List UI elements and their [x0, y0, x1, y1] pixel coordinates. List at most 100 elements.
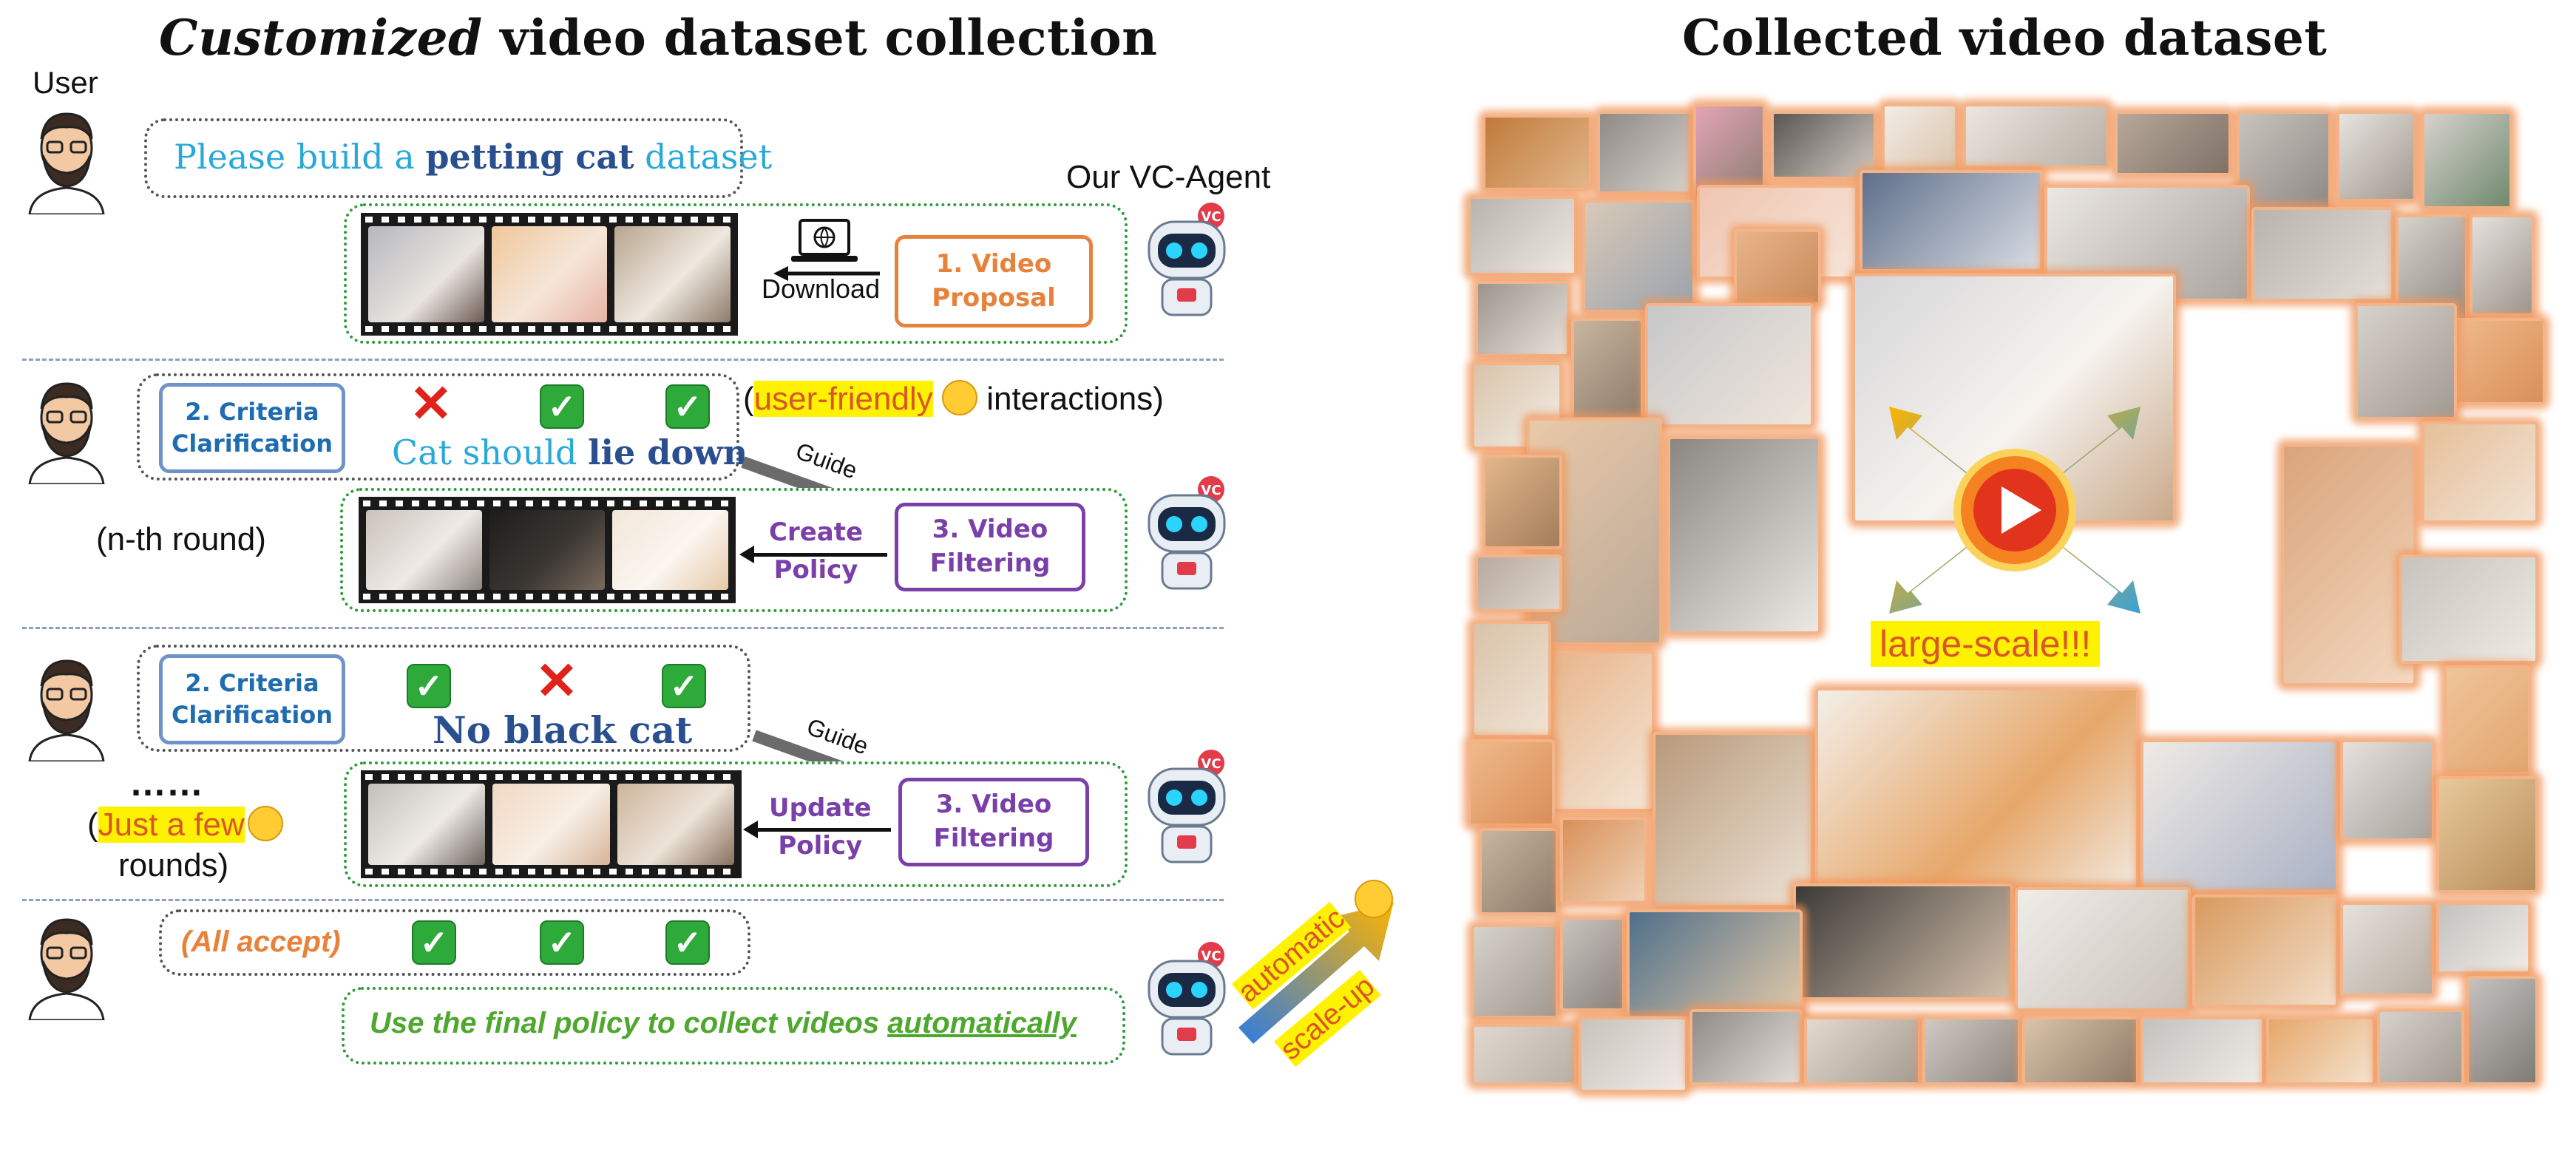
video-thumbnail [1771, 111, 1877, 180]
svg-text:VC: VC [1201, 948, 1221, 964]
video-thumbnail [2115, 111, 2231, 176]
just-a-few-note: (Just a few [87, 806, 283, 844]
vc-agent-robot-icon: VC [1148, 203, 1226, 316]
video-thumbnail [1882, 103, 1958, 180]
video-thumbnail [2340, 902, 2435, 997]
accept-mark-icon: ✓ [662, 664, 706, 708]
video-thumbnail [1468, 196, 1577, 276]
video-frame [368, 784, 486, 865]
video-thumbnail [2266, 1016, 2376, 1085]
download-label: Download [762, 274, 881, 304]
video-thumbnail [1582, 200, 1695, 313]
video-thumbnail [1804, 1016, 1921, 1085]
laptop-download-icon [773, 219, 880, 281]
video-thumbnail [2336, 111, 2416, 202]
final-policy-text: Use the final policy to collect videos a… [370, 1007, 1077, 1039]
video-thumbnail [1579, 1016, 1688, 1093]
video-thumbnail [1560, 817, 1647, 904]
user-avatar-icon [28, 382, 105, 484]
video-thumbnail [1471, 362, 1562, 449]
video-thumbnail [1475, 554, 1562, 612]
smile-emoji-icon [941, 380, 977, 415]
video-frame [491, 226, 608, 322]
agent-label: Our VC-Agent [1066, 159, 1271, 195]
video-thumbnail [1922, 1016, 2021, 1085]
section-divider [22, 359, 1224, 361]
video-filtering-step: 3. Video Filtering [895, 503, 1085, 591]
back-arrow [750, 828, 891, 832]
left-title: Customized video dataset collection [159, 9, 1158, 67]
video-frame [617, 784, 734, 865]
svg-text:VC: VC [1201, 756, 1221, 772]
rounds-label: rounds) [118, 847, 229, 883]
video-thumbnail [1560, 917, 1625, 1011]
video-thumbnail [1542, 651, 1655, 812]
vc-agent-robot-icon: VC [1148, 750, 1226, 863]
video-thumbnail [2470, 214, 2535, 316]
reject-mark-icon: ✕ [535, 652, 579, 710]
criteria-clarification-box: 2. Criteria Clarification [159, 383, 345, 473]
video-thumbnail [1479, 828, 1559, 915]
video-frame [614, 226, 731, 322]
back-arrow [747, 553, 887, 557]
video-thumbnail [1482, 455, 1562, 549]
video-thumbnail [2355, 303, 2457, 420]
video-thumbnail [2141, 1016, 2265, 1085]
user-request-text: Please build a petting cat dataset [174, 137, 773, 177]
accept-mark-icon: ✓ [540, 920, 584, 965]
video-thumbnail [1471, 924, 1559, 1019]
video-thumbnail [1645, 303, 1814, 427]
video-thumbnail [2466, 976, 2538, 1085]
video-thumbnail [2251, 207, 2394, 302]
user-friendly-note: (user-friendly interactions) [743, 380, 1164, 417]
video-thumbnail [2421, 421, 2538, 523]
user-avatar-icon [28, 659, 105, 761]
section-divider [22, 627, 1224, 629]
video-thumbnail [2281, 444, 2416, 686]
video-thumbnail [1667, 436, 1821, 634]
video-thumbnail [1734, 229, 1821, 305]
reject-mark-icon: ✕ [409, 375, 453, 432]
video-thumbnail [1963, 103, 2109, 169]
video-filmstrip [359, 497, 736, 603]
user-avatar-icon [28, 918, 105, 1020]
section-divider [22, 899, 1224, 901]
video-thumbnail [2022, 1016, 2139, 1085]
accept-mark-icon: ✓ [412, 920, 456, 965]
smile-emoji-icon [1355, 880, 1393, 918]
video-thumbnail [2436, 902, 2531, 974]
video-thumbnail [2421, 111, 2512, 209]
video-thumbnail [2436, 776, 2538, 893]
video-thumbnail [2192, 895, 2339, 1008]
scale-up-arrow [1238, 902, 1394, 1044]
back-arrowhead [739, 546, 754, 563]
create-policy-label: Create Policy [769, 517, 864, 585]
user-request-bubble [144, 118, 743, 198]
large-scale-banner: large-scale!!! [1871, 621, 2101, 667]
video-thumbnail [1597, 111, 1692, 194]
video-thumbnail [1475, 281, 1570, 357]
all-accept-text: (All accept) [181, 926, 341, 958]
accept-mark-icon: ✓ [407, 664, 451, 708]
video-thumbnail [2141, 739, 2339, 893]
video-filmstrip [361, 770, 742, 878]
accept-mark-icon: ✓ [540, 384, 584, 429]
video-thumbnail [1815, 688, 2139, 893]
round-label: (n-th round) [96, 521, 266, 557]
vc-agent-robot-icon: VC [1148, 942, 1226, 1056]
video-thumbnail [1482, 115, 1592, 191]
video-thumbnail [1653, 732, 1814, 908]
video-thumbnail [2399, 554, 2538, 664]
video-thumbnail [1793, 883, 2013, 1000]
vc-agent-robot-icon: VC [1148, 476, 1226, 590]
criteria-text: No black cat [433, 708, 693, 752]
criteria-text: Cat should lie down [392, 432, 748, 472]
svg-text:VC: VC [1201, 209, 1221, 225]
agent-final-bubble [342, 987, 1125, 1065]
right-title: Collected video dataset [1682, 9, 2328, 67]
play-burst-icon [1889, 407, 2141, 614]
ellipsis: …… [129, 762, 203, 804]
accept-mark-icon: ✓ [665, 920, 710, 965]
video-frame [612, 510, 729, 590]
user-label: User [33, 65, 98, 100]
